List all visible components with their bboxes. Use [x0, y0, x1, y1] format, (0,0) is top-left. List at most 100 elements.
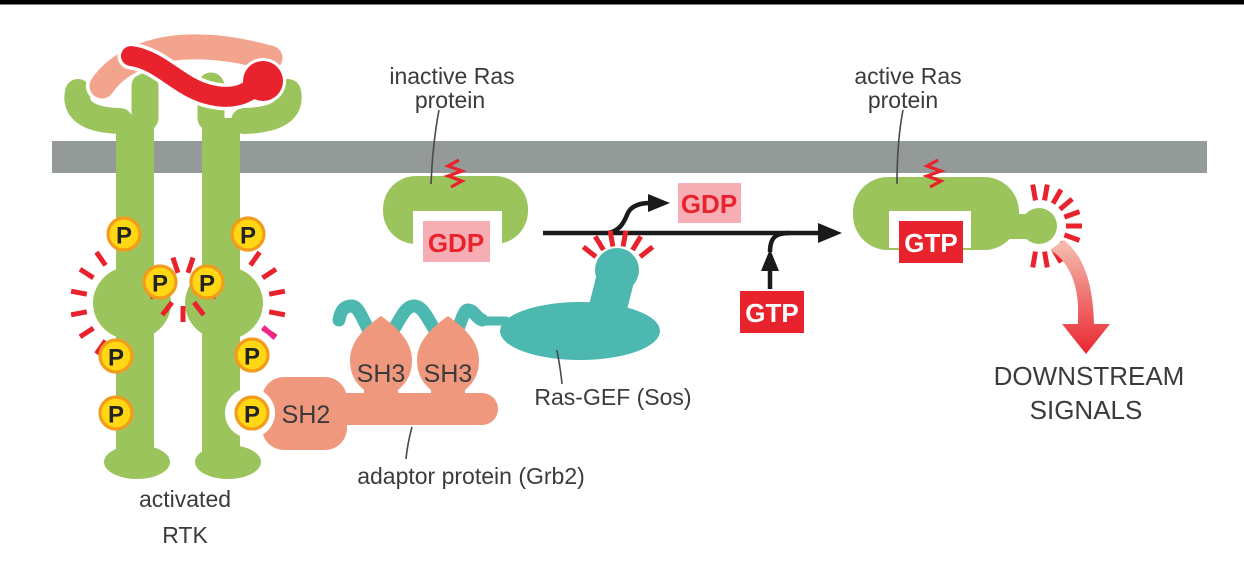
pointer-inactive-ras — [430, 109, 440, 185]
inactive-ras-label-1: inactive Ras — [389, 63, 514, 89]
activated-rtk-label-1: activated — [139, 486, 231, 512]
rtk-right-outer-arm — [231, 79, 302, 134]
rtk-left-outer-arm — [64, 79, 133, 134]
inactive-ras: GDP — [383, 158, 528, 262]
phosphate-group: P — [234, 337, 270, 373]
pointer-active-ras — [896, 109, 904, 185]
phosphate-group: P — [230, 216, 266, 252]
phosphate-group: P — [98, 395, 134, 431]
inactive-ras-label-2: protein — [415, 87, 485, 113]
main-arrowhead — [818, 223, 842, 243]
burst-dash — [70, 309, 88, 318]
sh2-label: SH2 — [282, 401, 331, 429]
lipid-anchor-zigzag — [443, 158, 467, 189]
gtp-input-arrowhead — [761, 249, 779, 271]
gtp-free-label: GTP — [745, 298, 798, 328]
burst-dash — [1063, 232, 1081, 243]
nucleotide-exchange-arrows: GDP GTP — [543, 183, 842, 333]
burst-dash — [185, 256, 196, 274]
phosphate-label: P — [152, 271, 168, 298]
burst-dash — [70, 288, 88, 297]
phosphate-group: P — [106, 216, 142, 252]
burst-dash — [160, 300, 174, 317]
burst-dash — [620, 230, 629, 247]
burst-dash — [261, 267, 278, 280]
downstream-signal-arrow — [1050, 240, 1110, 354]
sos-activity-burst — [581, 230, 655, 259]
burst-dash — [638, 244, 655, 259]
pointer-adaptor — [405, 426, 413, 460]
grb2-linker-bar — [330, 393, 498, 425]
burst-dash — [170, 256, 181, 274]
top-border — [0, 0, 1244, 5]
burst-dash — [78, 326, 95, 339]
phosphate-label: P — [240, 223, 256, 250]
burst-dash — [1050, 188, 1064, 205]
grb2-sh2-domain — [262, 377, 347, 450]
gtp-free-box — [740, 291, 804, 333]
phosphate-label: P — [244, 344, 260, 371]
active-ras-label-2: protein — [868, 87, 938, 113]
rtk-receptor-dimer: P P P P P P P — [64, 30, 302, 479]
burst-dash — [248, 250, 262, 267]
plasma-membrane — [52, 141, 1207, 173]
downstream-label-1: DOWNSTREAM — [994, 361, 1185, 391]
ligand-front — [121, 46, 267, 107]
gtp-bound-box — [899, 221, 963, 263]
burst-dash — [94, 250, 108, 267]
phosphate-group: P — [98, 338, 134, 374]
burst-dash — [581, 244, 598, 259]
burst-dash — [1030, 184, 1038, 201]
burst-dash — [192, 300, 206, 317]
gtp-bound-label: GTP — [904, 228, 957, 258]
active-ras-label-1: active Ras — [854, 63, 961, 89]
activity-burst-left — [70, 250, 108, 356]
gtp-merge-elbow — [767, 230, 791, 253]
lipid-anchor-zigzag — [922, 158, 946, 189]
downstream-label-2: SIGNALS — [1030, 395, 1143, 425]
gdp-released-box — [678, 183, 741, 223]
burst-dash — [630, 235, 643, 252]
burst-dash — [1063, 209, 1081, 220]
burst-dash — [607, 230, 616, 247]
active-ras: GTP — [853, 158, 1082, 268]
gdp-bound-label: GDP — [428, 228, 484, 258]
magenta-dash — [261, 325, 277, 340]
phosphate-label: P — [108, 345, 124, 372]
phosphate-sites: P P P P P P P — [98, 216, 270, 431]
phosphate-group: P — [142, 264, 178, 300]
burst-dash — [593, 235, 606, 252]
phosphate-group: P — [234, 395, 270, 431]
phosphate-label: P — [244, 402, 260, 429]
sos-coil — [332, 299, 489, 347]
sos-knob — [595, 248, 639, 292]
gdp-release-arrow — [607, 200, 651, 236]
phosphate-label: P — [108, 402, 124, 429]
pointer-ras-gef — [556, 349, 563, 385]
phosphate-group: P — [189, 264, 225, 300]
grb2-sh3-domain-left — [350, 316, 412, 400]
burst-dash — [268, 309, 286, 318]
signal-ligand — [86, 30, 286, 111]
sh3-label-right: SH3 — [424, 360, 473, 388]
grb2-sh3-domain-right — [417, 316, 479, 400]
burst-dash — [1042, 251, 1050, 268]
activated-rtk-label-2: RTK — [162, 522, 208, 548]
adaptor-protein-label: adaptor protein (Grb2) — [357, 463, 585, 489]
phosphate-label: P — [199, 271, 215, 298]
gdp-release-arrowhead — [648, 194, 670, 212]
gdp-released-label: GDP — [681, 189, 737, 219]
burst-dash — [268, 288, 286, 297]
ligand-front-end — [243, 61, 283, 101]
ras-gef-sos — [329, 230, 660, 360]
burst-dash — [78, 267, 95, 280]
gdp-bound-box — [423, 221, 490, 262]
phosphate-label: P — [116, 223, 132, 250]
active-ras-knob — [1021, 208, 1057, 244]
figure-labels: inactive Ras protein active Ras protein … — [139, 63, 1184, 548]
sh3-label-left: SH3 — [357, 360, 406, 388]
grb2-adaptor: P SH2 SH3 SH3 — [225, 316, 498, 450]
ligand-back — [89, 34, 283, 99]
